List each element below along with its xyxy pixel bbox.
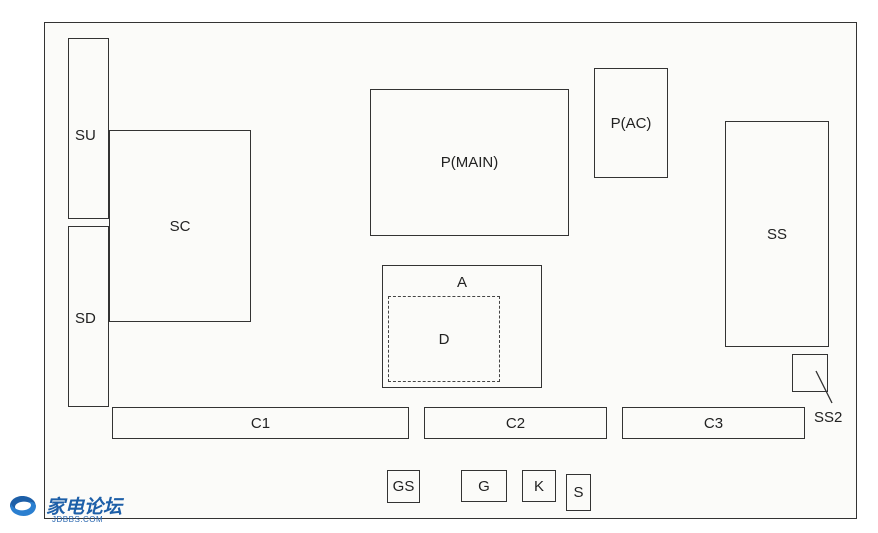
p-ac-module: P(AC) xyxy=(594,68,668,178)
k-label: K xyxy=(533,477,544,495)
watermark-subtitle: JDBBS.COM xyxy=(52,515,104,524)
su-module xyxy=(68,38,109,219)
ss2-label: SS2 xyxy=(814,409,843,426)
p-ac-label: P(AC) xyxy=(610,114,652,132)
d-module: D xyxy=(388,296,500,382)
c2-module: C2 xyxy=(424,407,607,439)
s-label: S xyxy=(573,484,584,501)
p-main-module: P(MAIN) xyxy=(370,89,569,236)
gs-label: GS xyxy=(392,478,415,495)
circuit-board-outline xyxy=(44,22,857,519)
sd-module xyxy=(68,226,109,407)
ss-module: SS xyxy=(725,121,829,347)
a-label: A xyxy=(456,274,467,291)
gs-module: GS xyxy=(387,470,420,503)
c1-module: C1 xyxy=(112,407,409,439)
ss2-module xyxy=(792,354,828,392)
sc-module: SC xyxy=(109,130,251,322)
sc-label: SC xyxy=(169,217,191,235)
su-label: SU xyxy=(75,127,96,144)
c3-label: C3 xyxy=(703,414,724,432)
c2-label: C2 xyxy=(505,414,526,432)
d-label: D xyxy=(438,330,450,348)
watermark-title: 家电论坛 xyxy=(46,497,123,518)
s-module: S xyxy=(566,474,591,511)
c3-module: C3 xyxy=(622,407,805,439)
swirl-logo-icon xyxy=(10,496,36,516)
g-module: G xyxy=(461,470,507,502)
a-module: A xyxy=(382,265,542,388)
watermark-logo: 家电论坛 JDBBS.COM xyxy=(6,490,146,526)
c1-label: C1 xyxy=(250,414,271,432)
sd-label: SD xyxy=(75,310,96,327)
ss-label: SS xyxy=(766,225,787,243)
p-main-label: P(MAIN) xyxy=(440,154,499,171)
g-label: G xyxy=(478,477,490,495)
k-module: K xyxy=(522,470,556,502)
